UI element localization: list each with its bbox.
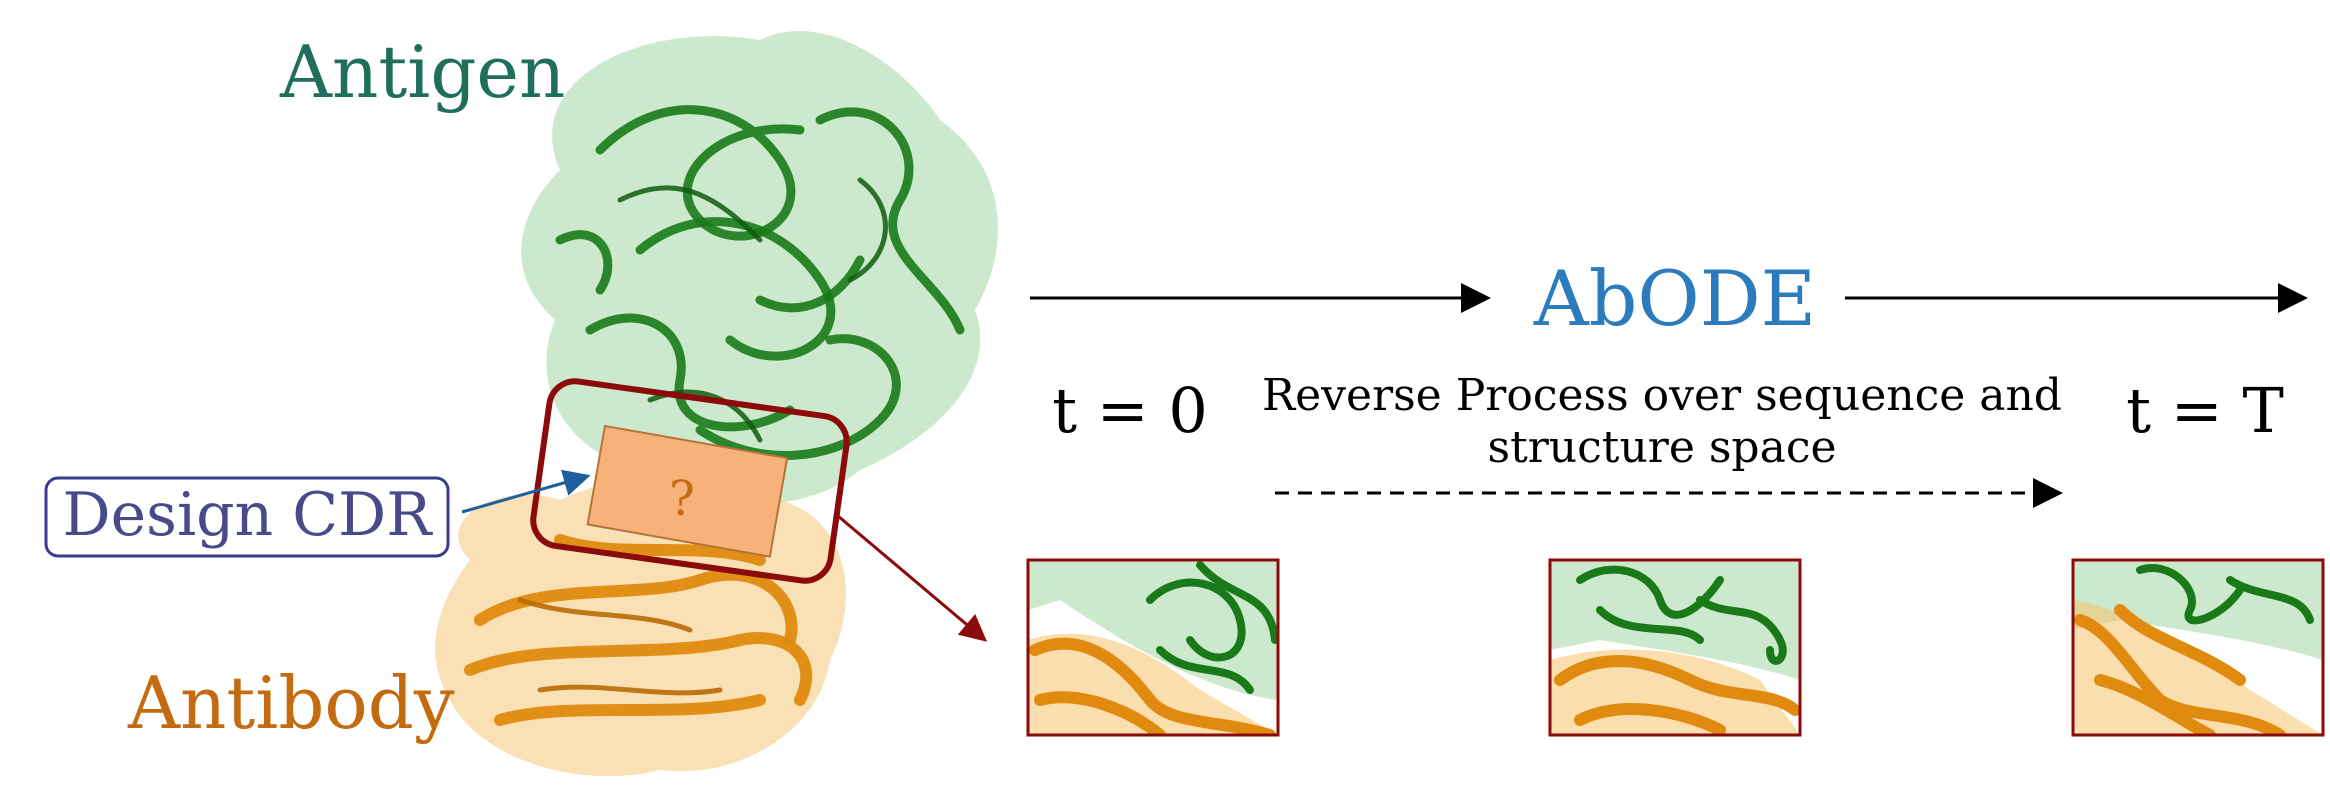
t-start-label: t = 0: [1052, 374, 1208, 447]
design-cdr-pointer-arrow: [461, 469, 591, 514]
unknown-mark: ?: [669, 471, 695, 527]
process-description-line2: structure space: [1487, 422, 1836, 473]
design-cdr-label: Design CDR: [63, 480, 434, 550]
zoom-arrow: [837, 514, 988, 642]
t-end-label: t = T: [2126, 374, 2284, 447]
process-description-line1: Reverse Process over sequence and: [1262, 370, 2062, 421]
antigen-surface: [521, 31, 998, 504]
method-title: AbODE: [1533, 254, 1816, 343]
antigen-label: Antigen: [279, 30, 565, 114]
snapshot-middle: [1548, 558, 1802, 737]
cdr-highlight-frame: [530, 378, 850, 584]
antigen-protein-illustration: [521, 31, 998, 504]
unknown-cdr-box: [586, 424, 789, 558]
snapshot-tT: [2071, 558, 2325, 737]
antibody-label: Antibody: [127, 661, 455, 745]
snapshot-t0: [1026, 558, 1280, 737]
design-cdr-box: [44, 476, 450, 558]
